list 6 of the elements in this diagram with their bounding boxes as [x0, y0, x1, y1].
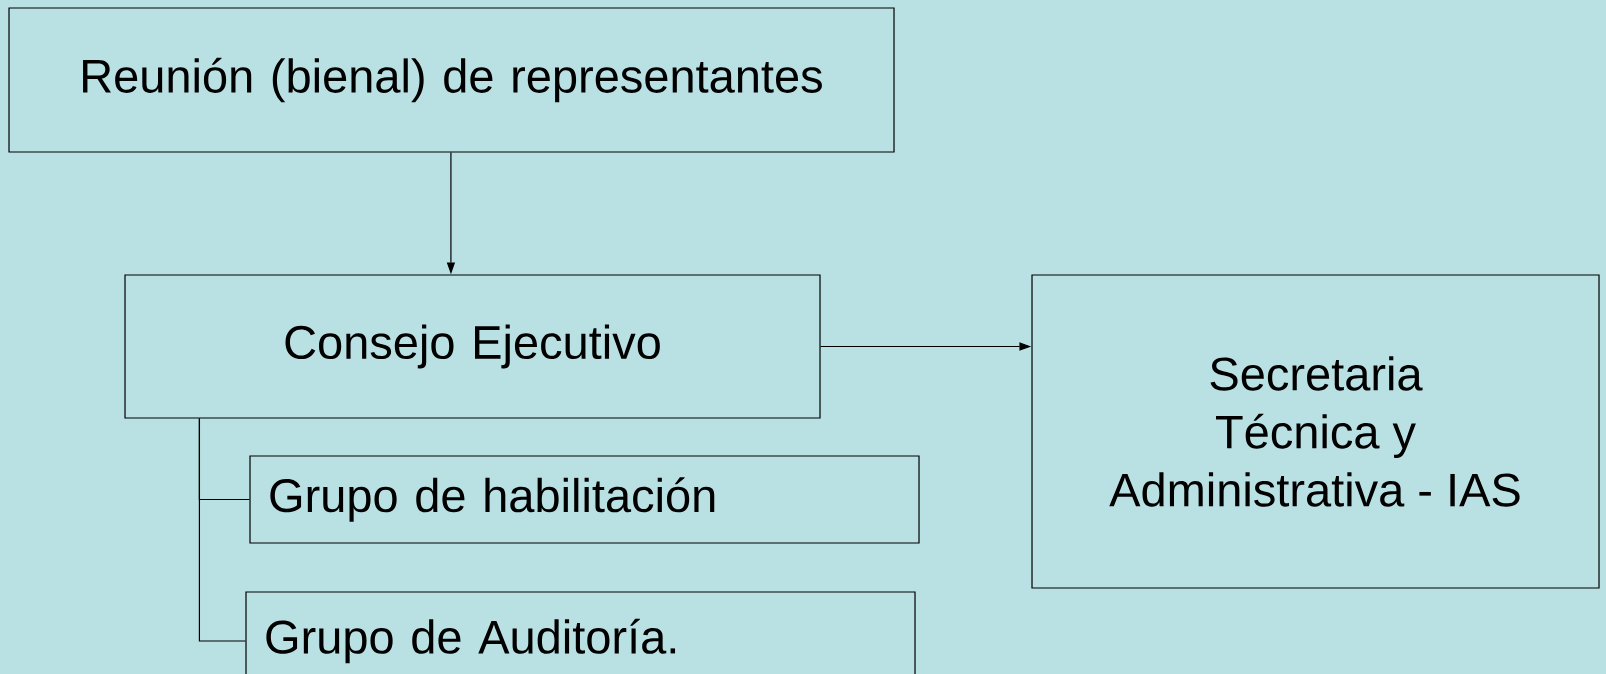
- org-box: Secretaria Técnica y Administrativa - IAS: [1031, 274, 1600, 589]
- connector-line: [198, 418, 246, 642]
- org-box: Reunión (bienal) de representantes: [8, 7, 895, 153]
- org-box: Grupo de Auditoría.: [245, 591, 916, 674]
- org-box: Consejo Ejecutivo: [124, 274, 821, 419]
- org-box: Grupo de habilitación: [249, 455, 920, 544]
